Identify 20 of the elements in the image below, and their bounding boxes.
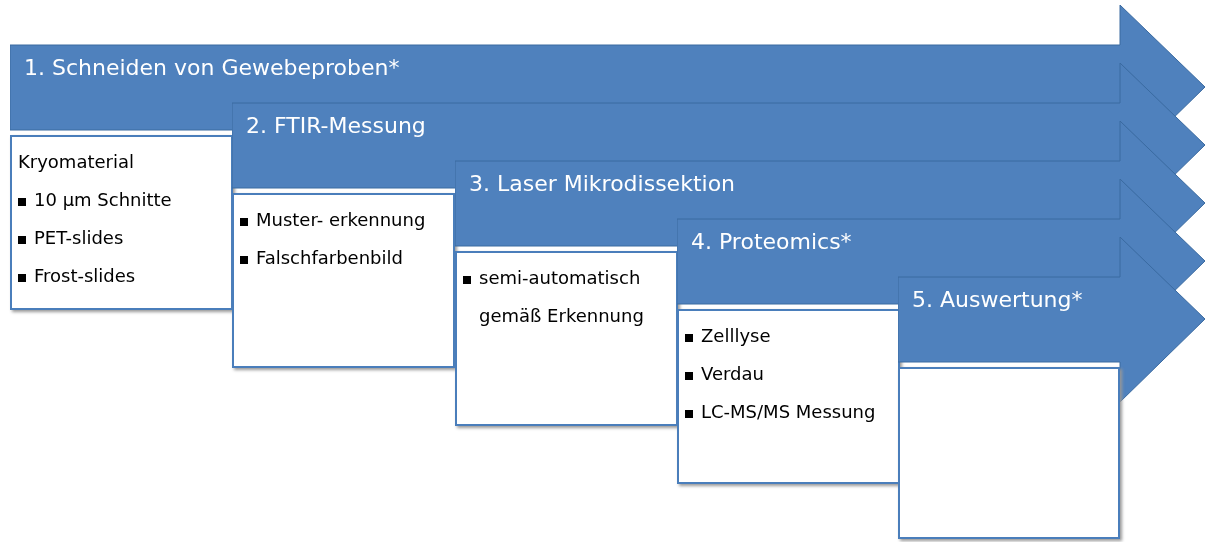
info-box [455, 251, 678, 426]
bullet-item: Zelllyse [701, 324, 771, 348]
info-box [898, 367, 1120, 539]
bullet-item: semi-automatisch gemäß Erkennung [479, 266, 645, 328]
bullet-item: Falschfarbenbild [256, 246, 403, 270]
info-box [677, 309, 900, 484]
bullet-item: Frost-slides [34, 264, 136, 288]
step-label: 4. Proteomics* [691, 229, 852, 254]
info-box [232, 193, 455, 368]
step-label: 1. Schneiden von Gewebeproben* [24, 55, 400, 80]
step-label: 3. Laser Mikrodissektion [469, 171, 736, 196]
bullet-item: PET-slides [34, 226, 124, 250]
bullet-item: LC-MS/MS Messung [701, 400, 876, 424]
step-label: 2. FTIR-Messung [246, 113, 426, 138]
bullet-item: 10 µm Schnitte [34, 188, 172, 212]
bullet-item: Verdau [701, 362, 764, 386]
bullet-item: Muster- erkennung [256, 208, 426, 232]
step-label: 5. Auswertung* [912, 287, 1083, 312]
info-box [10, 135, 233, 310]
list-heading: Kryomaterial [18, 150, 135, 174]
